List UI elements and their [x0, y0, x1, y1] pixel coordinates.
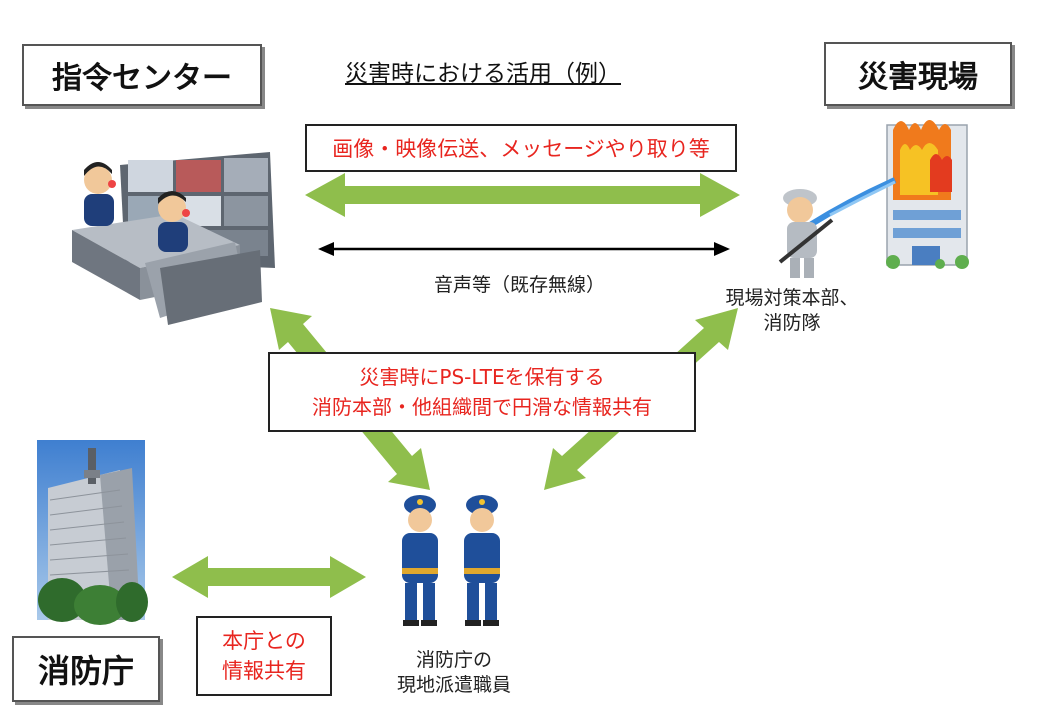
- staff-caption-line1: 消防庁の: [415, 649, 492, 671]
- image-transfer-message: 画像・映像伝送、メッセージやり取り等: [305, 124, 737, 172]
- burning-building-icon: [886, 120, 969, 269]
- firefighter-icon: [778, 177, 897, 278]
- hq-message-line2: 情報共有: [222, 659, 306, 683]
- diagram-title: 災害時における活用（例）: [345, 61, 621, 87]
- voice-caption: 音声等（既存無線）: [434, 274, 606, 296]
- command-center-illustration-icon: [72, 152, 275, 325]
- node-fdma: 消防庁: [12, 636, 160, 702]
- center-message-box: 災害時にPS-LTEを保有する 消防本部・他組織間で円滑な情報共有: [268, 352, 696, 432]
- site-caption-line2: 消防隊: [763, 312, 821, 334]
- hq-staff-arrow: [172, 556, 366, 598]
- node-disaster-site: 災害現場: [824, 42, 1012, 106]
- center-message-line1: 災害時にPS-LTEを保有する: [359, 365, 605, 389]
- fire-staff-icon: [402, 495, 500, 626]
- office-building-photo-icon: [37, 440, 148, 625]
- site-caption: 現場対策本部、 消防隊: [712, 286, 872, 336]
- hq-message-box: 本庁との 情報共有: [196, 616, 332, 696]
- hq-message-line1: 本庁との: [222, 629, 306, 653]
- center-message-line2: 消防本部・他組織間で円滑な情報共有: [312, 395, 652, 419]
- image-transfer-arrow: [305, 173, 740, 217]
- node-command-center: 指令センター: [22, 44, 262, 106]
- voice-arrow: [318, 242, 730, 256]
- staff-caption-line2: 現地派遣職員: [396, 674, 511, 696]
- staff-caption: 消防庁の 現地派遣職員: [374, 648, 534, 698]
- site-caption-line1: 現場対策本部、: [725, 287, 859, 309]
